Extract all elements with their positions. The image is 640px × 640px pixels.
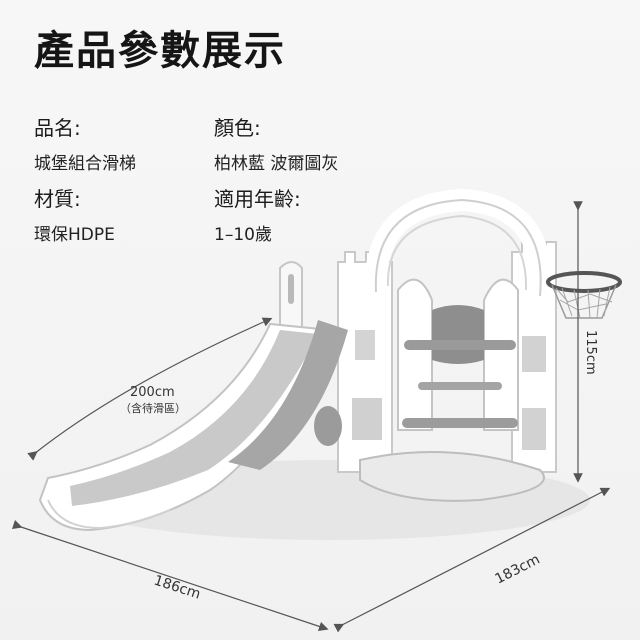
- height-label: 115cm: [583, 330, 598, 375]
- spec-value: 城堡組合滑梯: [34, 154, 136, 174]
- slide-length-note: （含待滑區）: [120, 401, 186, 415]
- depth-label: 183cm: [493, 551, 543, 587]
- slide-length-label: 200cm: [130, 385, 175, 400]
- spec-label: 適用年齡:: [214, 187, 301, 211]
- dimension-lines: [11, 201, 611, 633]
- spec-label: 材質:: [34, 187, 81, 211]
- spec-label: 品名:: [34, 116, 81, 140]
- spec-product-name: 品名: 城堡組合滑梯: [34, 112, 136, 174]
- spec-value: 環保HDPE: [34, 225, 115, 245]
- basketball-hoop: [546, 271, 622, 319]
- spec-label: 顏色:: [214, 116, 261, 140]
- spec-value: 柏林藍 波爾圖灰: [214, 154, 339, 174]
- spec-material: 材質: 環保HDPE: [34, 183, 115, 245]
- spec-value: 1–10歲: [214, 225, 272, 245]
- spec-color: 顏色: 柏林藍 波爾圖灰: [214, 112, 338, 174]
- width-label: 186cm: [152, 573, 203, 603]
- spec-age: 適用年齡: 1–10歲: [214, 183, 301, 245]
- page-title: 產品參數展示: [34, 28, 286, 74]
